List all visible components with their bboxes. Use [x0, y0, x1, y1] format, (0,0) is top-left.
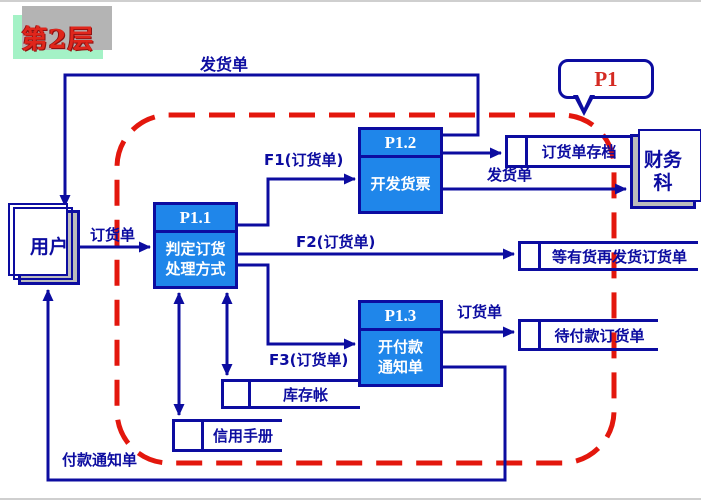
entity-finance-label-line1: 财务	[643, 148, 682, 171]
flow-line-payment-p13-to-user	[42, 289, 507, 482]
flow-line-f1-p11-to-p12	[237, 173, 356, 227]
process-p12-name: 开发货票	[361, 158, 440, 211]
flow-label-f2: F2(订货单)	[296, 233, 376, 251]
process-p13: P1.3 开付款 通知单	[358, 300, 443, 387]
process-p13-name: 开付款 通知单	[361, 331, 440, 384]
flow-label-shipping-top: 发货单	[200, 55, 249, 74]
flow-line-shipping-p12-to-user	[59, 73, 480, 207]
store-credit-manual-label: 信用手册	[212, 427, 273, 445]
store-pending-payment-cell	[521, 322, 541, 348]
flow-label-f1: F1(订货单)	[264, 151, 344, 169]
entity-user: 用户	[8, 203, 80, 285]
store-order-archive: 订货单存档	[505, 135, 630, 168]
flow-label-f3: F3(订货单)	[269, 351, 349, 369]
process-p11-name-line1: 判定订货	[165, 240, 226, 258]
process-p11-name: 判定订货 处理方式	[156, 233, 235, 286]
process-p12-name-line1: 开发货票	[370, 174, 431, 193]
process-p11-id: P1.1	[156, 205, 235, 233]
store-order-archive-label: 订货单存档	[541, 143, 617, 161]
store-inventory-label: 库存帐	[282, 385, 328, 404]
flow-label-order-to-pending: 订货单	[457, 303, 503, 321]
store-inventory-cell	[224, 382, 251, 406]
store-credit-manual: 信用手册	[172, 419, 282, 452]
process-p13-name-line1: 开付款	[377, 338, 423, 356]
entity-finance-dept: 财务 科	[630, 129, 701, 209]
flow-label-order-from-user: 订货单	[90, 226, 136, 244]
entity-user-label: 用户	[29, 236, 68, 259]
layer-title: 第2层	[21, 24, 95, 55]
flow-line-f3-p11-to-p13	[237, 263, 356, 350]
store-wait-goods-cell	[521, 244, 541, 268]
store-pending-payment-orders: 待付款订货单	[518, 319, 658, 351]
entity-finance-label-line2: 科	[653, 171, 673, 194]
store-credit-manual-cell	[175, 422, 204, 449]
process-p11-name-line2: 处理方式	[165, 259, 226, 278]
flow-label-payment-notice: 付款通知单	[62, 451, 138, 469]
store-wait-goods-orders: 等有货再发货订货单	[518, 241, 698, 271]
process-p12: P1.2 开发货票	[358, 127, 443, 214]
store-inventory-ledger: 库存帐	[221, 379, 360, 409]
process-p11: P1.1 判定订货 处理方式	[153, 202, 238, 289]
process-p13-name-line2: 通知单	[377, 357, 423, 376]
store-wait-goods-label: 等有货再发货订货单	[551, 247, 687, 266]
p1-callout-bubble: P1	[558, 59, 654, 116]
store-order-archive-cell	[508, 138, 528, 165]
flow-label-shipping-to-finance: 发货单	[487, 166, 533, 184]
layer-title-box: 第2层	[13, 6, 112, 59]
process-p13-id: P1.3	[361, 303, 440, 331]
process-p12-id: P1.2	[361, 130, 440, 158]
store-pending-payment-label: 待付款订货单	[554, 326, 645, 345]
p1-callout-label: P1	[594, 66, 618, 91]
